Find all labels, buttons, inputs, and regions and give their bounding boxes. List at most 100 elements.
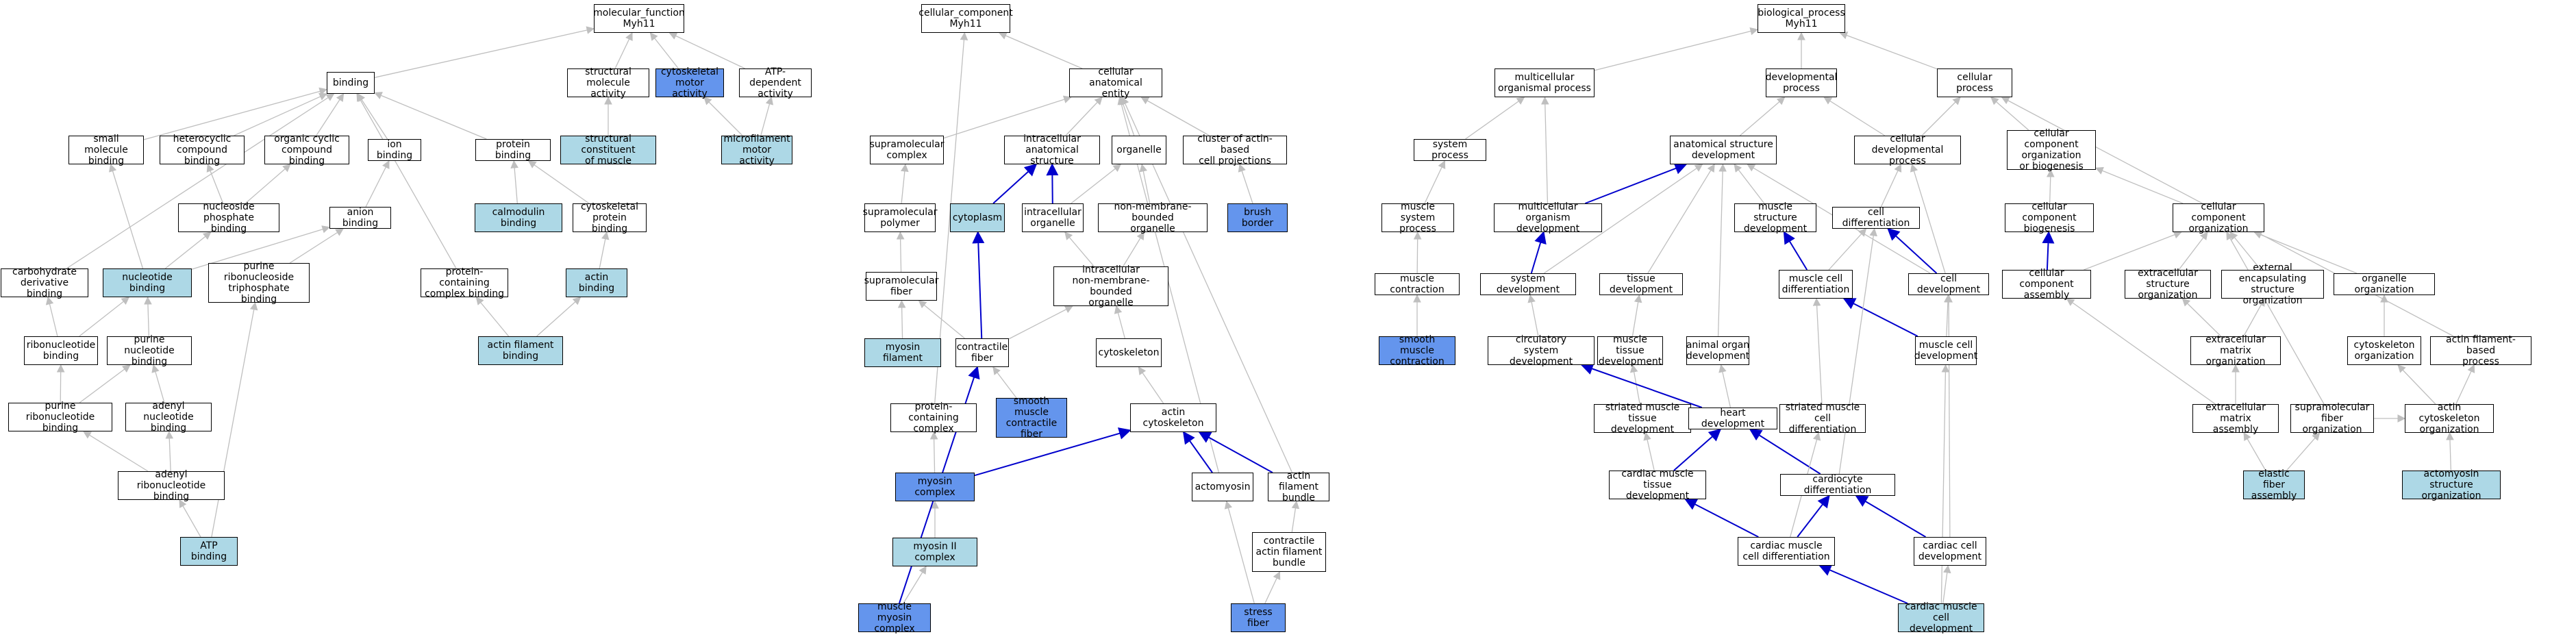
term-node-supramol-fib[interactable]: supramolecular fiber xyxy=(864,272,938,301)
term-node-cell-anat[interactable]: cellular anatomical entity xyxy=(1069,66,1162,99)
term-node-cell-dev-proc[interactable]: cellular developmental process xyxy=(1854,134,1961,166)
term-node-actin-fil-proc[interactable]: actin filament-based process xyxy=(2430,334,2531,367)
term-node-calmodulin[interactable]: calmodulin binding xyxy=(475,203,562,232)
term-node-bp[interactable]: biological_process Myh11 xyxy=(1758,4,1845,33)
term-node-adenyl-ribo[interactable]: adenyl ribonucleotide binding xyxy=(118,469,225,502)
term-node-cytoskel-org[interactable]: cytoskeleton organization xyxy=(2347,336,2421,365)
term-node-cell-dev[interactable]: cell development xyxy=(1908,273,1989,295)
term-node-sys-dev[interactable]: system development xyxy=(1480,273,1576,295)
term-node-nonmem-org[interactable]: non-membrane-bounded organelle xyxy=(1098,201,1208,234)
term-node-actin-b[interactable]: actin binding xyxy=(566,268,627,297)
term-node-striated-cell-diff[interactable]: striated muscle cell differentiation xyxy=(1779,402,1866,435)
term-node-ext-encap[interactable]: external encapsulating structure organiz… xyxy=(2221,262,2324,306)
term-node-striated-tissue[interactable]: striated muscle tissue development xyxy=(1594,402,1691,435)
term-node-multi-org-dev[interactable]: multicellular organism development xyxy=(1494,201,1602,234)
term-node-ext-struct[interactable]: extracellular structure organization xyxy=(2125,268,2211,301)
term-node-contr-actin[interactable]: contractile actin filament bundle xyxy=(1252,532,1326,572)
term-node-cyto-prot[interactable]: cytoskeletal protein binding xyxy=(573,201,647,234)
term-node-intra-nonmem[interactable]: intracellular non-membrane-bounded organ… xyxy=(1053,264,1168,308)
term-node-adenyl-nuc[interactable]: adenyl nucleotide binding xyxy=(125,401,212,434)
term-node-intra-org[interactable]: intracellular organelle xyxy=(1022,203,1084,232)
term-node-cardiac-cell-dev[interactable]: cardiac cell development xyxy=(1914,537,1986,566)
term-node-small-mol[interactable]: small molecule binding xyxy=(68,134,144,166)
term-node-muscle-struct[interactable]: muscle structure development xyxy=(1734,201,1816,234)
term-node-cca[interactable]: cellular component assembly xyxy=(2002,268,2091,301)
term-node-cell-proc[interactable]: cellular process xyxy=(1937,68,2012,97)
term-node-supramol-poly[interactable]: supramolecular polymer xyxy=(863,203,937,232)
term-node-anat-dev[interactable]: anatomical structure development xyxy=(1670,136,1777,164)
term-node-dev-proc[interactable]: developmental process xyxy=(1766,68,1837,97)
term-node-stress[interactable]: stress fiber xyxy=(1231,603,1286,632)
term-node-purine-ribonuc[interactable]: purine ribonucleotide binding xyxy=(8,401,112,434)
term-node-microfil[interactable]: microfilament motor activity xyxy=(721,134,792,166)
term-node-myosin-fil[interactable]: myosin filament xyxy=(864,338,941,367)
term-node-nucleoside[interactable]: nucleoside phosphate binding xyxy=(178,201,279,234)
term-node-cell-diff[interactable]: cell differentiation xyxy=(1832,207,1920,229)
term-node-cc[interactable]: cellular_component Myh11 xyxy=(918,4,1013,33)
term-node-smooth-cf[interactable]: smooth muscle contractile fiber xyxy=(996,396,1067,440)
term-node-animal-organ[interactable]: animal organ development xyxy=(1686,336,1749,365)
term-node-atp-dep[interactable]: ATP-dependent activity xyxy=(739,66,812,99)
term-node-muscle-myosin[interactable]: muscle myosin complex xyxy=(858,601,931,634)
term-node-tissue-dev[interactable]: tissue development xyxy=(1599,273,1683,295)
term-node-cardiocyte[interactable]: cardiocyte differentiation xyxy=(1780,474,1895,496)
term-node-actin-cyto[interactable]: actin cytoskeleton xyxy=(1130,403,1216,432)
term-node-heart-dev[interactable]: heart development xyxy=(1688,408,1777,429)
term-node-struct-mol[interactable]: structural molecule activity xyxy=(567,66,649,99)
term-node-anion[interactable]: anion binding xyxy=(329,207,391,229)
term-node-cardiac-cell-diff[interactable]: cardiac muscle cell differentiation xyxy=(1738,537,1835,566)
term-node-myosin-cx[interactable]: myosin complex xyxy=(895,473,975,501)
term-node-actin-cyto-org[interactable]: actin cytoskeleton organization xyxy=(2405,402,2494,435)
term-node-atp-b[interactable]: ATP binding xyxy=(180,537,238,566)
term-node-cytoskeleton[interactable]: cytoskeleton xyxy=(1096,338,1162,367)
term-node-cluster[interactable]: cluster of actin-based cell projections xyxy=(1183,134,1287,166)
term-node-cardiac-tissue[interactable]: cardiac muscle tissue development xyxy=(1609,468,1706,501)
term-node-hetero[interactable]: heterocyclic compound binding xyxy=(160,134,245,166)
term-node-muscle-sys[interactable]: muscle system process xyxy=(1381,201,1454,234)
term-node-actomyosin[interactable]: actomyosin xyxy=(1192,473,1253,501)
term-node-ecm-assembly[interactable]: extracellular matrix assembly xyxy=(2192,402,2279,435)
term-node-supramol-fib-org[interactable]: supramolecular fiber organization xyxy=(2290,402,2374,435)
term-node-actomyosin-org[interactable]: actomyosin structure organization xyxy=(2402,468,2501,501)
term-node-smooth-contr[interactable]: smooth muscle contraction xyxy=(1379,334,1455,367)
term-node-contractile[interactable]: contractile fiber xyxy=(955,338,1009,367)
term-node-ccob[interactable]: cellular component organization or bioge… xyxy=(2007,128,2096,172)
term-node-struct-const[interactable]: structural constituent of muscle xyxy=(560,134,656,166)
term-node-prot-cx[interactable]: protein-containing complex xyxy=(890,401,977,434)
term-node-muscle-cell-dev[interactable]: muscle cell development xyxy=(1914,336,1977,365)
term-node-organelle[interactable]: organelle xyxy=(1112,136,1166,164)
term-node-muscle-tissue[interactable]: muscle tissue development xyxy=(1597,334,1663,367)
term-node-cco[interactable]: cellular component organization xyxy=(2173,201,2264,234)
term-node-mf[interactable]: molecular_function Myh11 xyxy=(593,4,685,33)
term-node-organelle-org[interactable]: organelle organization xyxy=(2334,273,2435,295)
term-node-ccb[interactable]: cellular component biogenesis xyxy=(2005,201,2094,234)
term-node-cyto-motor[interactable]: cytoskeletal motor activity xyxy=(655,66,724,99)
edge-ecm_org-to-ext_encap xyxy=(2243,297,2265,337)
term-node-system-proc[interactable]: system process xyxy=(1414,139,1486,161)
term-node-muscle-cell-diff[interactable]: muscle cell differentiation xyxy=(1779,270,1853,299)
term-node-cytoplasm[interactable]: cytoplasm xyxy=(950,203,1005,232)
term-node-muscle-contr[interactable]: muscle contraction xyxy=(1375,273,1460,295)
term-node-nucleotide[interactable]: nucleotide binding xyxy=(103,268,192,297)
term-node-supramol-cx[interactable]: supramolecular complex xyxy=(870,136,944,164)
term-node-ion[interactable]: ion binding xyxy=(368,139,421,161)
term-node-binding[interactable]: binding xyxy=(327,72,375,94)
term-node-myosin2[interactable]: myosin II complex xyxy=(892,538,977,566)
term-node-ecm-org[interactable]: extracellular matrix organization xyxy=(2190,334,2281,367)
term-node-carb[interactable]: carbohydrate derivative binding xyxy=(1,266,88,299)
term-node-intra-anat[interactable]: intracellular anatomical structure xyxy=(1004,134,1100,166)
term-node-actin-fil-b[interactable]: actin filament binding xyxy=(478,336,563,365)
term-node-multi-org[interactable]: multicellular organismal process xyxy=(1495,68,1595,97)
term-node-purine-nuc[interactable]: purine nucleotide binding xyxy=(107,334,192,367)
term-node-purine-ribo-tri[interactable]: purine ribonucleoside triphosphate bindi… xyxy=(208,261,310,305)
term-node-ribonuc[interactable]: ribonucleotide binding xyxy=(24,336,98,365)
term-node-prot-complex[interactable]: protein-containing complex binding xyxy=(421,266,508,299)
term-node-elastic[interactable]: elastic fiber assembly xyxy=(2243,468,2305,501)
term-node-cardiac-muscle-cell-dev[interactable]: cardiac muscle cell development xyxy=(1898,601,1984,634)
term-node-protein-b[interactable]: protein binding xyxy=(475,139,551,161)
term-node-actin-fil-bundle[interactable]: actin filament bundle xyxy=(1268,471,1329,503)
term-node-brush[interactable]: brush border xyxy=(1227,203,1288,232)
term-node-circ[interactable]: circulatory system development xyxy=(1488,334,1595,367)
term-node-organic[interactable]: organic cyclic compound binding xyxy=(264,134,349,166)
edge-sys_dev-to-multi_org_dev xyxy=(1530,231,1547,274)
